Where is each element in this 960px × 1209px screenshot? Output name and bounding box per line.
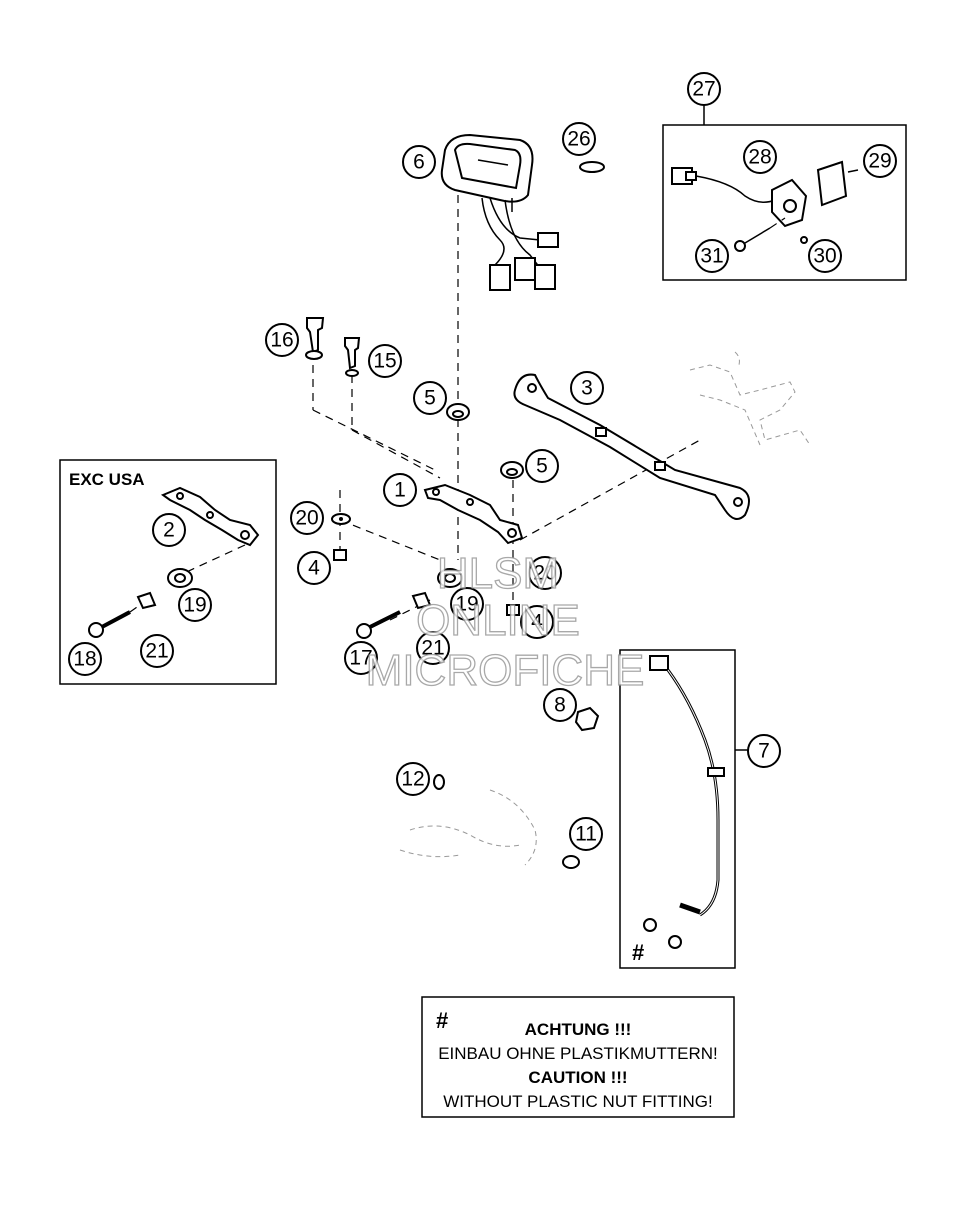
watermark-line-3: MICROFICHE <box>366 646 645 695</box>
bracket-3 <box>513 351 811 520</box>
inset-switch-assembly <box>662 105 907 281</box>
callout-19-center[interactable]: 19 <box>450 587 484 621</box>
svg-text:27: 27 <box>692 78 715 101</box>
callout-5-right[interactable]: 5 <box>525 449 559 483</box>
svg-text:12: 12 <box>401 768 424 791</box>
note-line-2: EINBAU OHNE PLASTIKMUTTERN! <box>438 1044 718 1063</box>
washer-11 <box>562 855 580 869</box>
ring-12 <box>433 774 445 790</box>
svg-text:30: 30 <box>813 245 836 268</box>
callout-20-right[interactable]: 20 <box>528 556 562 590</box>
svg-text:2: 2 <box>163 519 175 542</box>
callout-2[interactable]: 2 <box>152 513 186 547</box>
callout-21-center[interactable]: 21 <box>416 631 450 665</box>
callout-29[interactable]: 29 <box>863 144 897 178</box>
callout-20-left[interactable]: 20 <box>290 501 324 535</box>
svg-text:20: 20 <box>295 507 318 530</box>
note-line-4: WITHOUT PLASTIC NUT FITTING! <box>443 1092 713 1111</box>
callout-30[interactable]: 30 <box>808 239 842 273</box>
callout-11[interactable]: 11 <box>569 817 603 851</box>
svg-text:15: 15 <box>373 350 396 373</box>
inset-exc-usa: EXC USA <box>59 459 277 685</box>
svg-text:16: 16 <box>270 329 293 352</box>
svg-text:17: 17 <box>349 647 372 670</box>
svg-text:7: 7 <box>758 740 770 763</box>
callout-4-right[interactable]: 4 <box>520 605 554 639</box>
callout-26[interactable]: 26 <box>562 122 596 156</box>
callout-19-inset[interactable]: 19 <box>178 588 212 622</box>
svg-text:18: 18 <box>73 648 96 671</box>
caution-note: # ACHTUNG !!! EINBAU OHNE PLASTIKMUTTERN… <box>421 996 735 1118</box>
svg-text:1: 1 <box>394 479 406 502</box>
note-hash-symbol: # <box>436 1008 448 1033</box>
watermark-line-2: ONLINE <box>416 596 580 645</box>
callout-15[interactable]: 15 <box>368 344 402 378</box>
speedometer-unit <box>440 133 559 291</box>
svg-text:31: 31 <box>700 245 723 268</box>
callout-31[interactable]: 31 <box>695 239 729 273</box>
svg-text:4: 4 <box>308 557 320 580</box>
cable-hash-symbol: # <box>632 940 644 965</box>
callout-16[interactable]: 16 <box>265 323 299 357</box>
callout-8[interactable]: 8 <box>543 688 577 722</box>
callout-21-inset[interactable]: 21 <box>140 634 174 668</box>
watermark: HLSM ONLINE MICROFICHE <box>365 548 645 695</box>
callout-1[interactable]: 1 <box>383 473 417 507</box>
nut-8 <box>574 706 600 732</box>
ghost-hub <box>399 789 537 866</box>
svg-text:5: 5 <box>536 455 548 478</box>
mounting-hardware <box>305 195 701 639</box>
callout-6[interactable]: 6 <box>402 145 436 179</box>
svg-text:21: 21 <box>421 637 444 660</box>
callout-7[interactable]: 7 <box>747 734 781 768</box>
svg-text:3: 3 <box>581 377 593 400</box>
callout-3[interactable]: 3 <box>570 371 604 405</box>
inset-cable: # <box>619 649 748 969</box>
svg-text:4: 4 <box>531 611 543 634</box>
svg-text:20: 20 <box>533 562 556 585</box>
svg-text:21: 21 <box>145 640 168 663</box>
note-line-1: ACHTUNG !!! <box>525 1020 632 1039</box>
callout-18[interactable]: 18 <box>68 642 102 676</box>
cap-26 <box>579 161 605 173</box>
svg-text:19: 19 <box>455 593 478 616</box>
svg-text:5: 5 <box>424 387 436 410</box>
svg-text:6: 6 <box>413 151 425 174</box>
inset-exc-usa-label: EXC USA <box>69 470 145 489</box>
svg-text:19: 19 <box>183 594 206 617</box>
callout-5-upper[interactable]: 5 <box>413 381 447 415</box>
svg-text:11: 11 <box>575 823 597 846</box>
watermark-line-1: HLSM <box>437 549 559 598</box>
callouts: 27 28 29 31 30 6 26 16 15 5 3 5 1 20 4 2… <box>68 72 897 851</box>
callout-27[interactable]: 27 <box>687 72 721 106</box>
note-line-3: CAUTION !!! <box>528 1068 627 1087</box>
svg-text:8: 8 <box>554 694 566 717</box>
callout-4-left[interactable]: 4 <box>297 551 331 585</box>
svg-text:29: 29 <box>868 150 891 173</box>
callout-28[interactable]: 28 <box>743 140 777 174</box>
svg-text:26: 26 <box>567 128 590 151</box>
callout-17[interactable]: 17 <box>344 641 378 675</box>
callout-12[interactable]: 12 <box>396 762 430 796</box>
svg-text:28: 28 <box>748 146 771 169</box>
